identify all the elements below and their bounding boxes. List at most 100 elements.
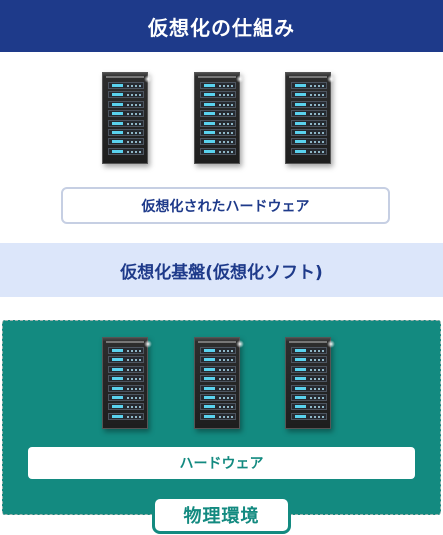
drive-vent	[219, 387, 233, 390]
physical-server-row	[0, 337, 443, 431]
drive-slot	[200, 394, 236, 401]
drive-vent	[127, 94, 141, 97]
drive-slot	[200, 375, 236, 383]
drive-slot	[291, 403, 327, 411]
drive-slot	[108, 412, 144, 420]
drive-led	[112, 149, 123, 153]
drive-slot	[108, 347, 144, 354]
drive-vent	[127, 406, 141, 409]
drive-led	[204, 149, 215, 153]
drive-slot	[108, 365, 144, 373]
drive-vent	[219, 132, 233, 134]
drive-led	[295, 349, 306, 352]
drive-led	[112, 140, 123, 144]
drive-led	[204, 358, 215, 362]
virtual-hardware-label: 仮想化されたハードウェア	[141, 198, 310, 215]
drive-led	[295, 377, 306, 381]
drive-slot	[108, 403, 144, 411]
drive-led	[112, 358, 123, 362]
title-bar: 仮想化の仕組み	[0, 0, 443, 52]
drive-slot	[291, 384, 327, 392]
drive-slot	[108, 110, 144, 118]
drive-vent	[219, 150, 233, 153]
drive-led	[112, 102, 123, 106]
drive-vent	[127, 103, 141, 106]
drive-led	[295, 405, 306, 409]
server-rack-icon	[285, 337, 335, 429]
drive-vent	[127, 387, 141, 390]
drive-slot	[200, 412, 236, 420]
drive-led	[295, 386, 306, 390]
drive-slot	[291, 347, 327, 354]
drive-led	[295, 84, 306, 87]
drive-led	[295, 140, 306, 144]
server-rack-icon	[102, 72, 152, 164]
drive-vent	[127, 132, 141, 134]
drive-led	[112, 349, 123, 352]
drive-led	[295, 367, 306, 371]
drive-led	[204, 121, 215, 125]
drive-slot	[291, 356, 327, 364]
drive-led	[112, 84, 123, 87]
drive-slot	[200, 147, 236, 155]
physical-environment-label: 物理環境	[183, 506, 260, 527]
server-rack-icon	[194, 72, 244, 164]
drive-vent	[219, 397, 233, 399]
drive-led	[295, 396, 306, 399]
drive-vent	[310, 350, 324, 352]
drive-led	[204, 102, 215, 106]
drive-slot	[200, 347, 236, 354]
drive-vent	[219, 113, 233, 116]
drive-vent	[310, 150, 324, 153]
drive-slot	[291, 82, 327, 89]
drive-slot	[200, 403, 236, 411]
drive-slot	[291, 412, 327, 420]
drive-led	[295, 414, 306, 418]
drive-led	[112, 131, 123, 134]
drive-led	[295, 121, 306, 125]
drive-vent	[310, 359, 324, 362]
drive-slot	[291, 394, 327, 401]
drive-vent	[310, 378, 324, 381]
drive-led	[112, 121, 123, 125]
drive-vent	[127, 415, 141, 418]
drive-slot	[108, 384, 144, 392]
drive-slot	[200, 110, 236, 118]
drive-vent	[310, 397, 324, 399]
drive-led	[204, 112, 215, 116]
drive-vent	[310, 368, 324, 371]
drive-slot	[108, 82, 144, 89]
drive-vent	[310, 94, 324, 97]
drive-slot	[200, 82, 236, 89]
drive-led	[204, 140, 215, 144]
drive-led	[204, 349, 215, 352]
drive-led	[295, 358, 306, 362]
drive-led	[295, 149, 306, 153]
drive-slot	[200, 138, 236, 146]
drive-vent	[127, 359, 141, 362]
virtualization-base-band: 仮想化基盤(仮想化ソフト)	[0, 243, 443, 297]
drive-vent	[310, 113, 324, 116]
drive-slot	[200, 365, 236, 373]
drive-vent	[219, 406, 233, 409]
physical-environment-tab: 物理環境	[152, 496, 291, 534]
drive-vent	[219, 368, 233, 371]
drive-led	[112, 367, 123, 371]
drive-led	[204, 396, 215, 399]
drive-slot	[200, 91, 236, 99]
drive-slot	[200, 384, 236, 392]
drive-vent	[219, 359, 233, 362]
drive-led	[295, 131, 306, 134]
drive-led	[204, 93, 215, 97]
virtual-hardware-label-box: 仮想化されたハードウェア	[61, 187, 390, 224]
drive-vent	[127, 368, 141, 371]
drive-led	[112, 405, 123, 409]
drive-vent	[219, 103, 233, 106]
drive-vent	[127, 378, 141, 381]
virtual-server-row	[0, 72, 443, 166]
drive-slot	[108, 147, 144, 155]
drive-led	[295, 112, 306, 116]
drive-slot	[291, 100, 327, 108]
drive-slot	[108, 129, 144, 136]
drive-slot	[291, 119, 327, 127]
